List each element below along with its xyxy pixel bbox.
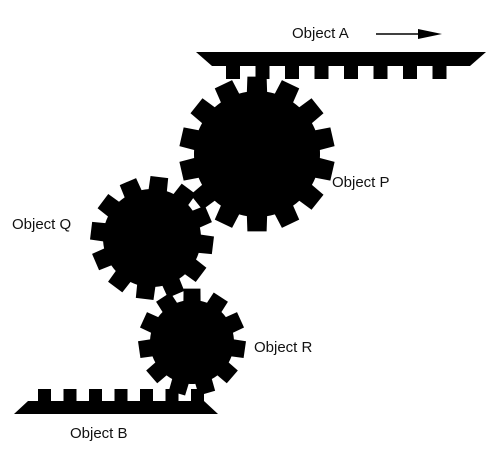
object-b-rack: [14, 389, 218, 414]
object-b-rack-tooth: [89, 389, 102, 403]
object-q-label: Object Q: [12, 216, 72, 233]
object-b-rack-tooth: [140, 389, 153, 403]
object-a-rack-tooth: [285, 64, 299, 79]
object-a-label: Object A: [292, 25, 349, 42]
object-a-rack-tooth: [403, 64, 417, 79]
object-a-rack-tooth: [255, 64, 270, 79]
motion-arrow-icon: [376, 29, 442, 39]
object-a-rack-bar: [196, 52, 486, 66]
object-a-rack-tooth: [373, 64, 388, 79]
object-b-rack-tooth: [114, 389, 128, 403]
object-a-rack-tooth: [432, 64, 447, 79]
object-b-rack-bar: [14, 401, 218, 414]
object-a-rack-tooth: [314, 64, 329, 79]
object-a-rack-tooth: [344, 64, 358, 79]
object-a-rack-tooth: [226, 64, 240, 79]
object-p-gear: [179, 76, 335, 232]
object-r-label: Object R: [254, 339, 313, 356]
object-b-rack-tooth: [63, 389, 77, 403]
object-b-label: Object B: [70, 425, 128, 442]
object-b-rack-tooth: [38, 389, 51, 403]
object-q-gear: [90, 176, 214, 300]
object-r-gear: [138, 288, 246, 396]
object-a-rack: [196, 52, 486, 79]
object-p-label: Object P: [332, 174, 390, 191]
